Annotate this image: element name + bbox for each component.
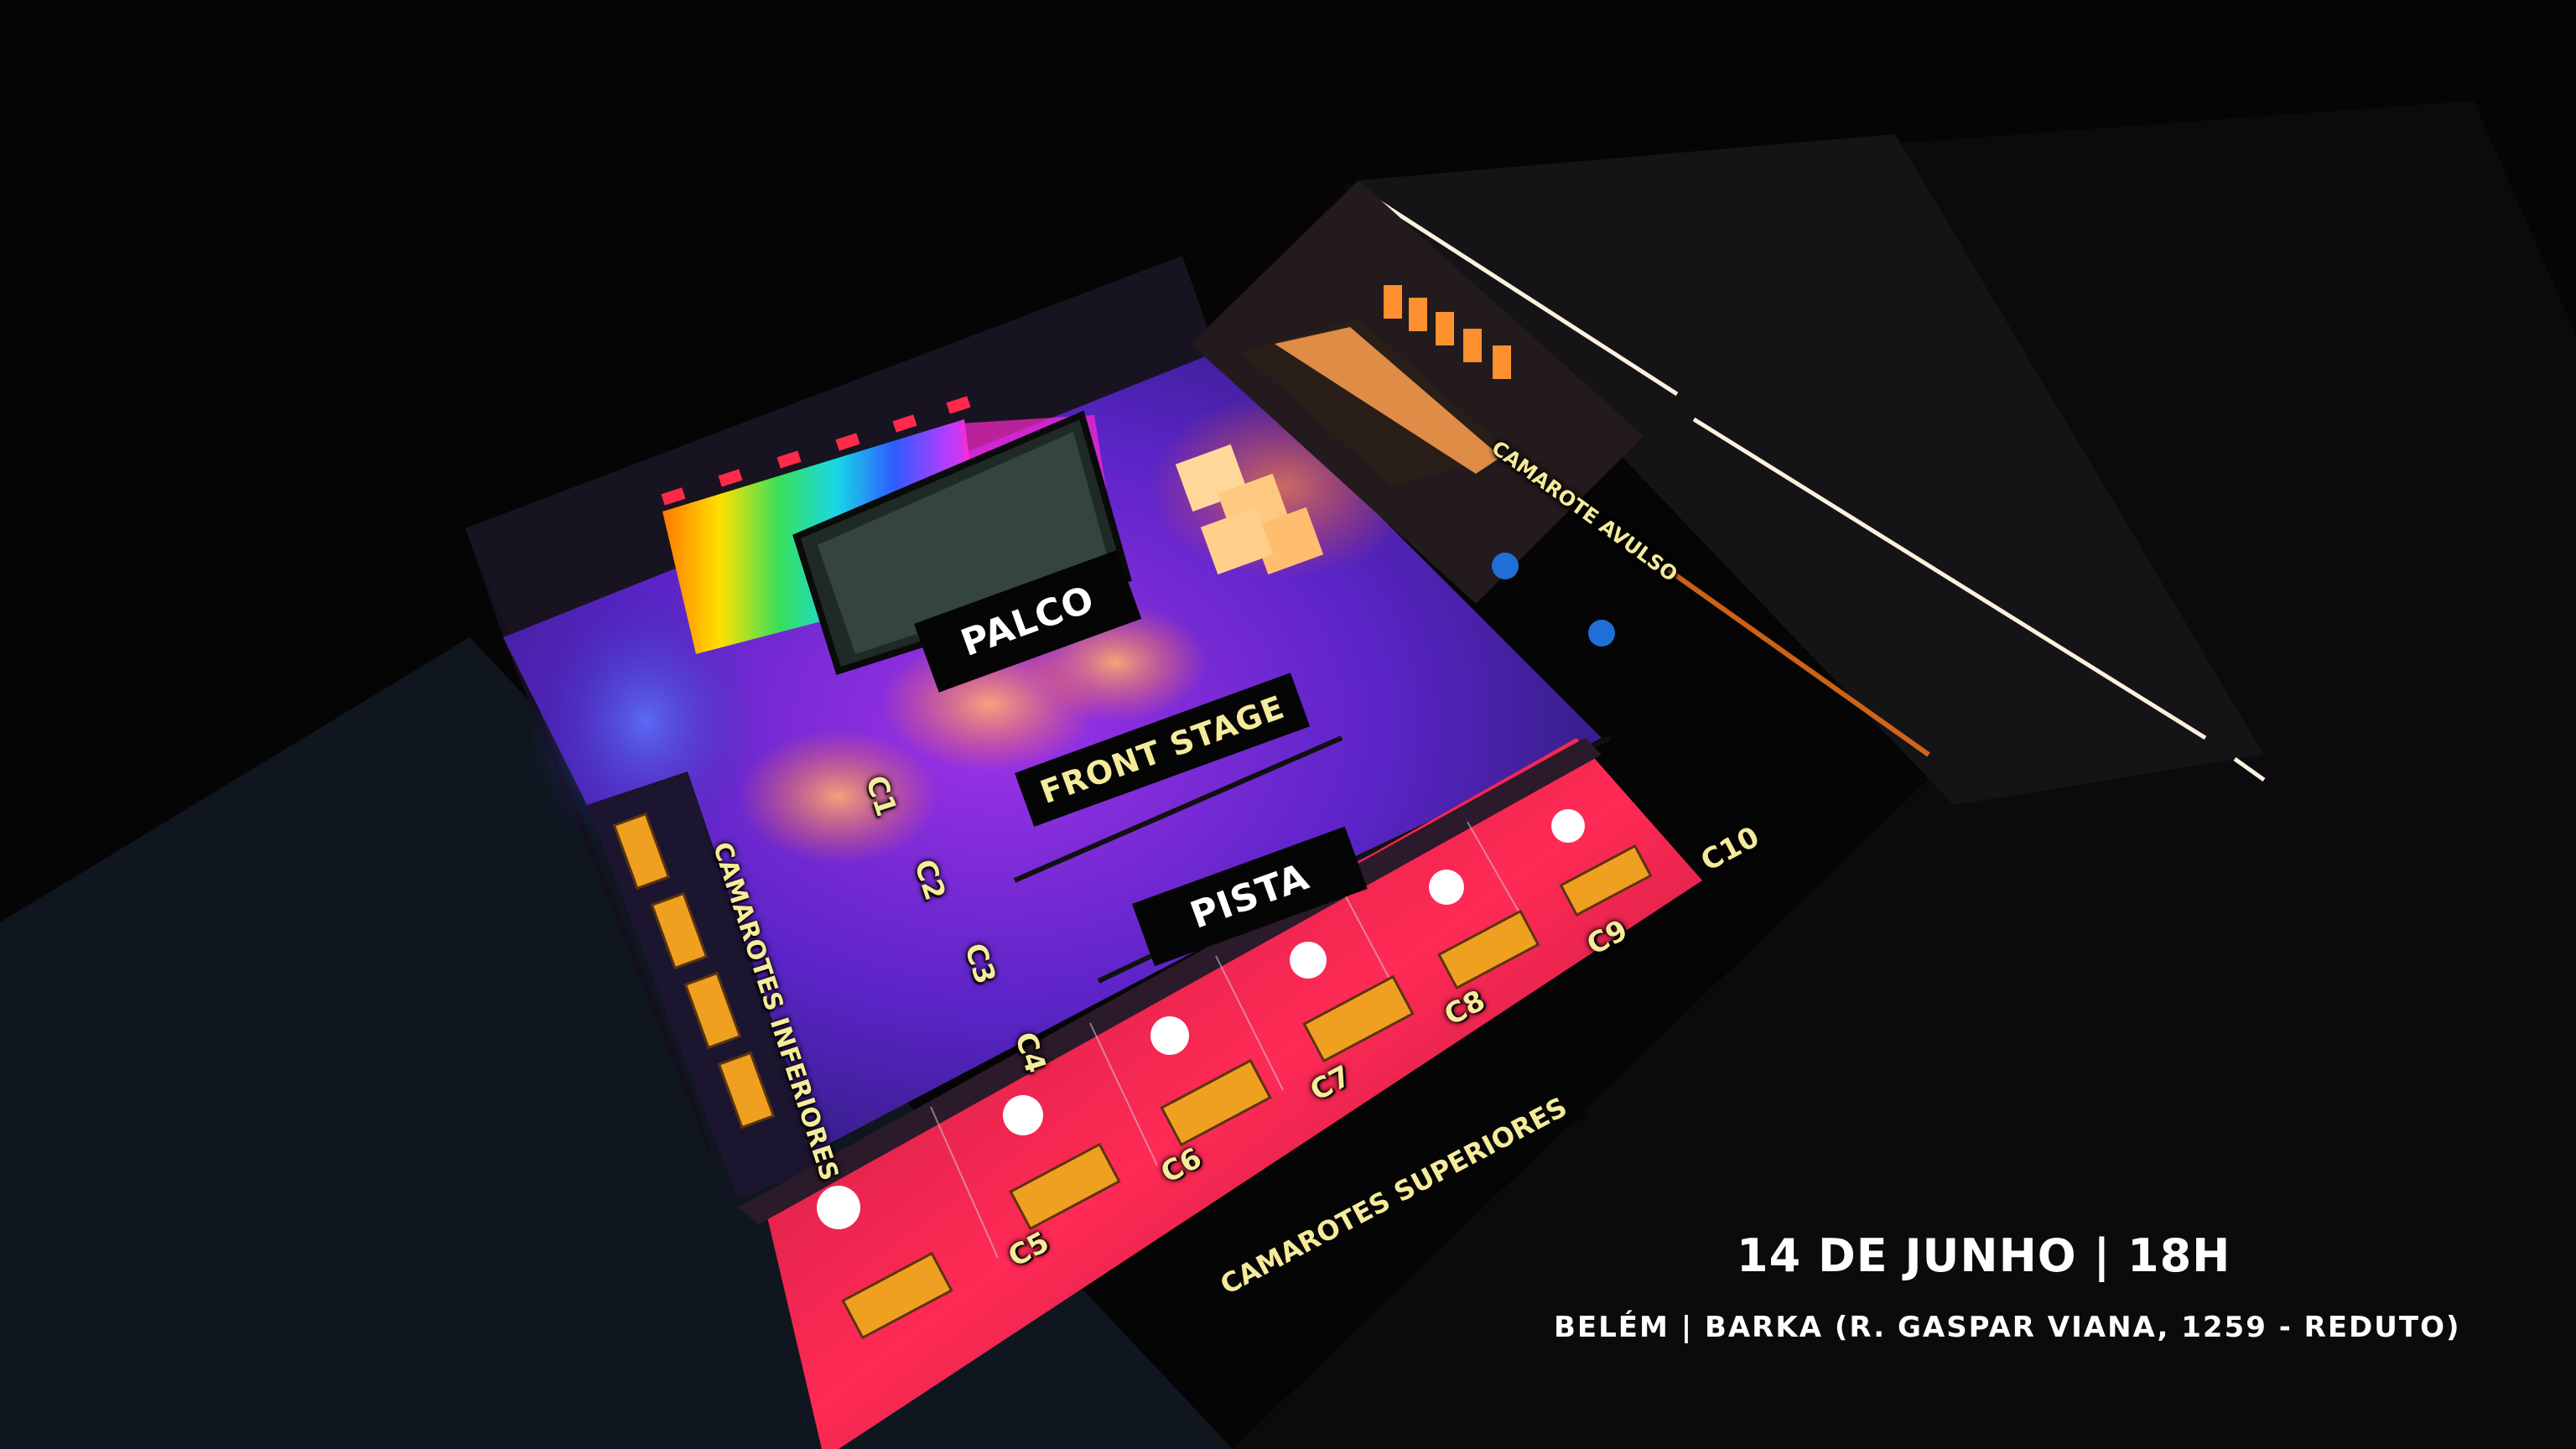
bar-arcades [1384,285,1511,379]
floor-divider-1 [1013,735,1343,883]
bar-table-2 [1588,620,1615,647]
orange-led-strip [1667,568,1930,757]
upper-box-tables [817,809,1585,1229]
floor-spotlight-1 [738,730,939,864]
neon-strip-upper [1361,189,1679,397]
upper-box-sofas [841,844,1653,1340]
stage-lights [661,396,971,506]
event-venue: BELÉM | BARKA (R. GASPAR VIANA, 1259 - R… [1554,1311,2461,1344]
right-wing-floor [1358,134,2264,805]
upper-boxes-rail [738,738,1602,1224]
bar-table-1 [1492,553,1519,579]
left-blue-glow [528,587,763,855]
glowing-cubes [1175,444,1324,575]
left-wall [465,528,721,1182]
event-date-time: 14 DE JUNHO | 18H [1737,1229,2231,1282]
stage-screen-image [818,432,1111,654]
neon-strip-middle [1692,417,2207,740]
neon-strip-end [2233,756,2266,782]
lower-box-sofas [612,812,776,1130]
outer-building [1233,101,2576,1449]
bar-counter [1275,327,1501,474]
